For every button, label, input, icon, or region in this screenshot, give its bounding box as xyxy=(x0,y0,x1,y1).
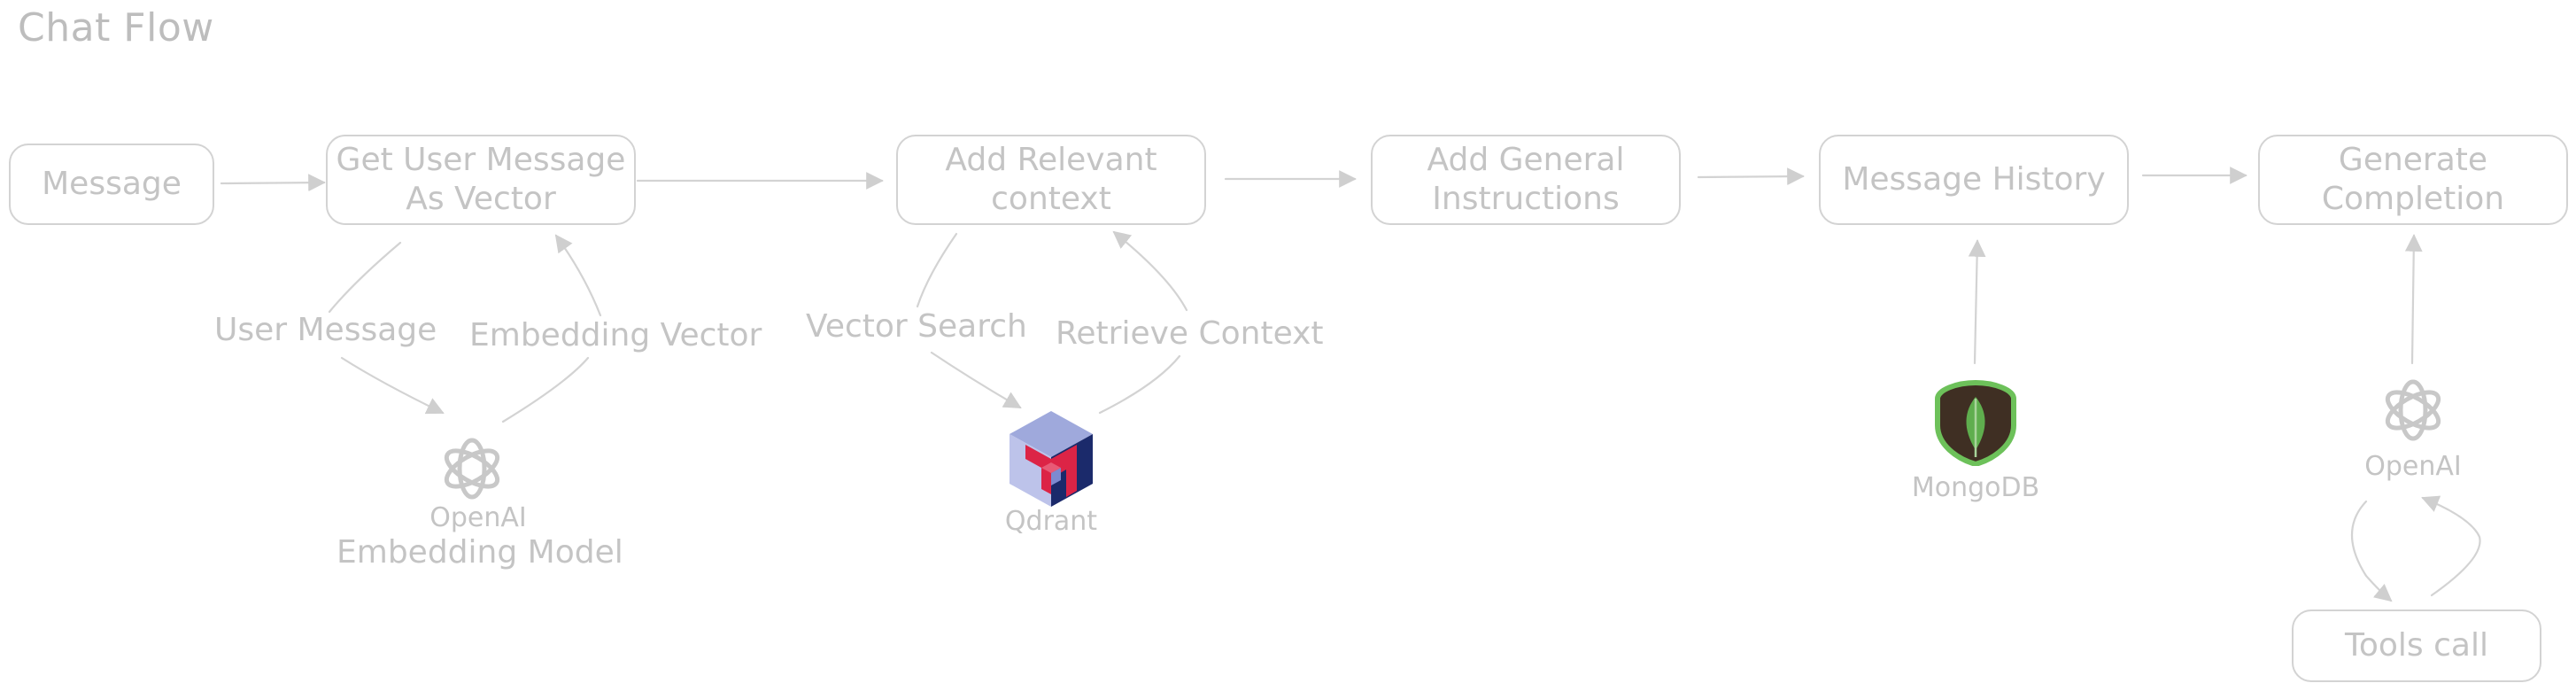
openai-icon xyxy=(2375,372,2451,448)
message-history-node: Message History xyxy=(1819,135,2129,225)
edge-vector-search-down xyxy=(930,351,1022,409)
openai-embedding-line1: OpenAI xyxy=(429,502,527,533)
edge-embedding-down xyxy=(501,356,590,423)
edge-message-to-vector xyxy=(220,174,326,192)
edge-openai-to-tools xyxy=(2350,500,2393,602)
relevant-context-node: Add Relevant context xyxy=(896,135,1206,225)
edge-label-vector-search: Vector Search xyxy=(806,308,1027,345)
page-title: Chat Flow xyxy=(18,5,214,50)
user-vector-node: Get User Message As Vector xyxy=(326,135,636,225)
edge-label-user-message: User Message xyxy=(214,312,437,348)
tools-call-node: Tools call xyxy=(2292,609,2541,682)
edge-instructions-to-history xyxy=(1697,167,1805,186)
generate-completion-node: Generate Completion xyxy=(2258,135,2568,225)
openai-embedding-label: OpenAI Embedding Model xyxy=(337,501,623,571)
mongodb-label: MongoDB xyxy=(1911,472,2040,503)
edge-user-message-up xyxy=(328,241,402,314)
edge-label-embedding-vector: Embedding Vector xyxy=(469,317,762,353)
edge-label-retrieve-context: Retrieve Context xyxy=(1056,315,1324,352)
edge-retrieve-up xyxy=(1112,230,1188,312)
general-instructions-node: Add General Instructions xyxy=(1371,135,1681,225)
qdrant-label: Qdrant xyxy=(1004,506,1098,537)
mongodb-leaf-icon xyxy=(1932,379,2019,468)
edge-user-message-down xyxy=(340,356,445,415)
edge-vector-search-up xyxy=(916,232,958,308)
edge-openai-to-completion xyxy=(2404,234,2423,365)
openai-label: OpenAI xyxy=(2364,451,2462,482)
edge-mongodb-to-history xyxy=(1968,239,1986,365)
qdrant-icon xyxy=(1008,409,1095,509)
edge-retrieve-down xyxy=(1098,354,1181,415)
openai-embedding-line2: Embedding Model xyxy=(337,534,623,571)
message-node: Message xyxy=(9,144,214,225)
edge-embedding-up xyxy=(554,234,602,317)
edge-tools-to-openai xyxy=(2421,495,2481,597)
openai-icon xyxy=(434,431,510,507)
